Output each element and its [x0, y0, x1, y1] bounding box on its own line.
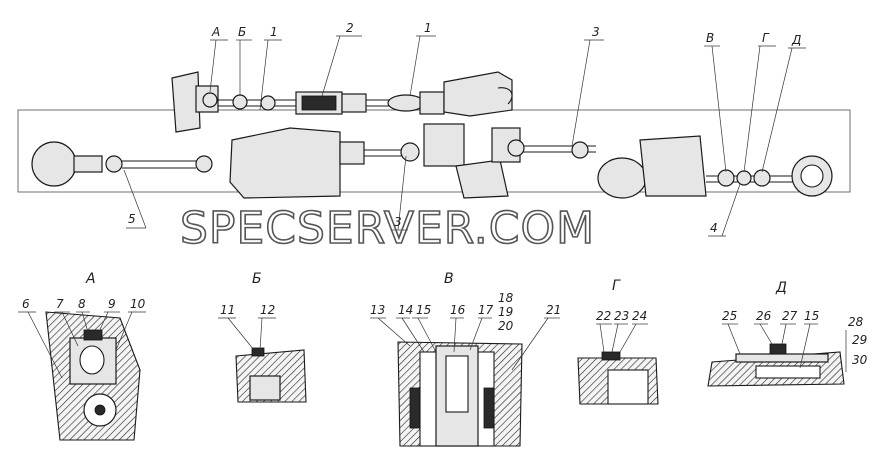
detail-V-num-17: 17: [478, 303, 494, 317]
detail-V-num-14: 14: [398, 303, 413, 317]
detail-A-title: А: [85, 271, 96, 287]
detail-B-num-11: 11: [220, 303, 235, 317]
callout-5: 5: [128, 212, 136, 226]
detail-G-num-24: 24: [632, 309, 647, 323]
detail-V-num-16: 16: [450, 303, 466, 317]
main-view: А Б 1 2 1 3 В Г Д 5 3 4: [17, 21, 851, 237]
callout-A: А: [211, 25, 220, 39]
detail-V-num-19: 19: [498, 305, 513, 319]
detail-D-num-25: 25: [722, 309, 737, 323]
detail-D-num-26: 26: [756, 309, 772, 323]
detail-B-title: Б: [252, 271, 262, 287]
detail-D-num-30: 30: [852, 353, 868, 367]
callout-1a: 1: [270, 25, 278, 39]
detail-D-num-28: 28: [848, 315, 864, 329]
detail-A-num-9: 9: [108, 297, 116, 311]
bottom-callouts: 5 3 4: [123, 155, 741, 237]
detail-A-num-7: 7: [56, 297, 64, 311]
detail-G-num-22: 22: [596, 309, 611, 323]
detail-V-num-20: 20: [498, 319, 514, 333]
callout-G: Г: [762, 31, 770, 45]
detail-D-num-15: 15: [804, 309, 819, 323]
watermark: SPECSERVER.COM: [180, 203, 595, 254]
detail-B-num-12: 12: [260, 303, 275, 317]
callout-1b: 1: [424, 21, 432, 35]
callout-3-bottom: 3: [394, 215, 402, 229]
callout-2: 2: [346, 21, 354, 35]
callout-D: Д: [791, 33, 801, 47]
detail-A-num-6: 6: [22, 297, 30, 311]
detail-view-G: Г 22 23 24: [577, 278, 659, 405]
detail-D-num-27: 27: [782, 309, 798, 323]
detail-D-title: Д: [775, 280, 787, 296]
top-callouts: А Б 1 2 1 3 В Г Д: [209, 21, 806, 173]
detail-A-num-8: 8: [78, 297, 86, 311]
detail-G-num-23: 23: [614, 309, 629, 323]
upper-shaft-assembly: [171, 71, 513, 133]
callout-B: Б: [238, 25, 246, 39]
detail-view-B: Б 11 12: [218, 271, 307, 403]
detail-view-V: В 13 14 15 16 17 18 19 20 21: [370, 271, 561, 447]
callout-3-top: 3: [592, 25, 600, 39]
detail-view-A: А 6 7 8 9 10: [18, 271, 146, 441]
callout-V: В: [706, 31, 714, 45]
detail-V-num-15: 15: [416, 303, 431, 317]
detail-V-num-13: 13: [370, 303, 385, 317]
callout-4: 4: [710, 221, 718, 235]
detail-V-num-18: 18: [498, 291, 514, 305]
detail-D-num-29: 29: [852, 333, 867, 347]
detail-A-num-10: 10: [130, 297, 146, 311]
detail-view-D: Д 25 26 27 15 28 29 30: [707, 280, 868, 387]
detail-G-title: Г: [612, 278, 621, 294]
detail-V-num-21: 21: [546, 303, 561, 317]
lower-shaft-assembly: [31, 123, 833, 199]
detail-V-title: В: [444, 271, 454, 287]
